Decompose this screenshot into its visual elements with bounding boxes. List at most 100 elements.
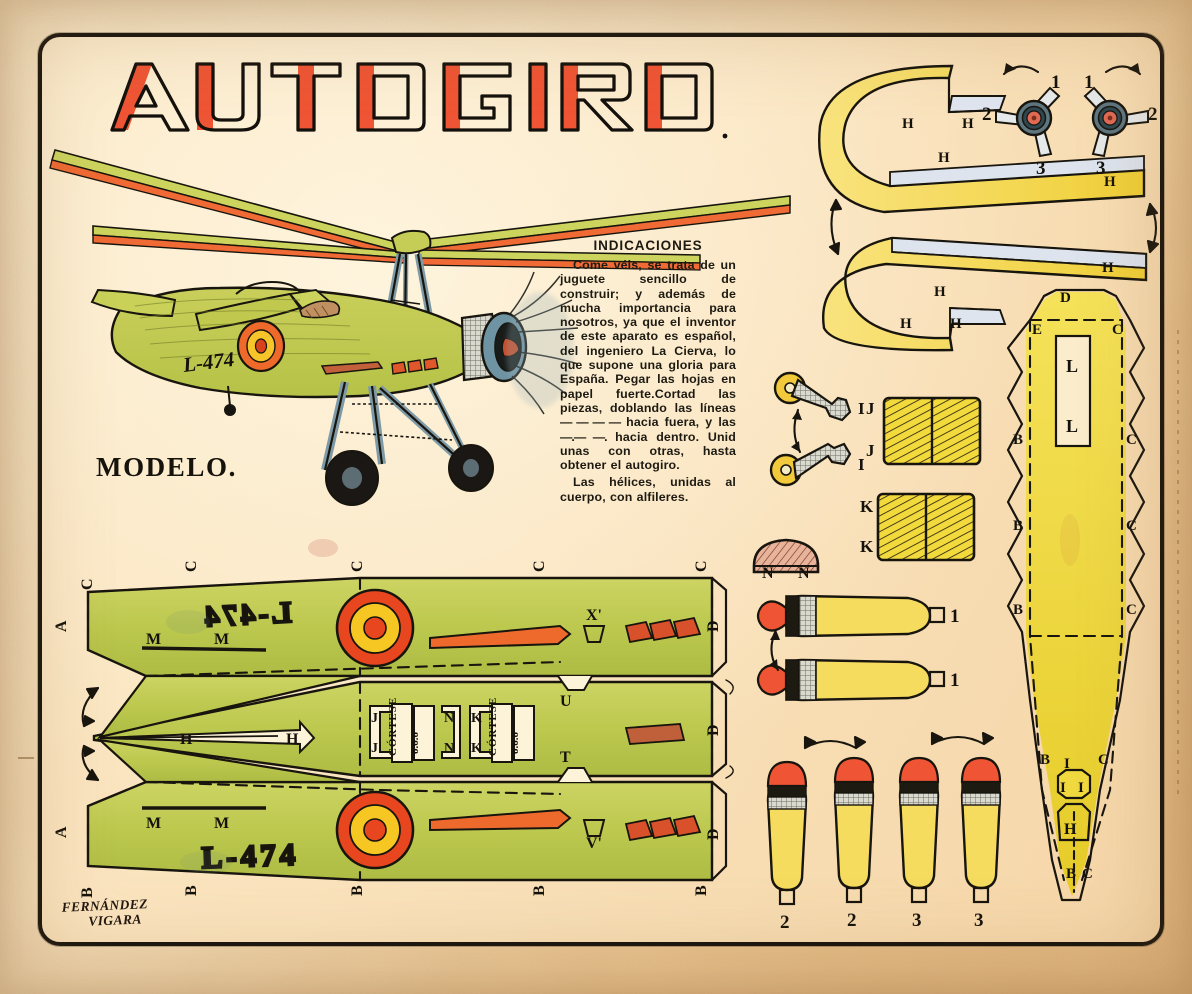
svg-text:2: 2 bbox=[847, 910, 857, 931]
svg-text:J: J bbox=[371, 711, 378, 726]
svg-text:K: K bbox=[471, 711, 482, 726]
instructions-block: INDICACIONES Come véis, se trata de un j… bbox=[560, 238, 736, 504]
svg-text:H: H bbox=[900, 316, 912, 332]
svg-text:C: C bbox=[1112, 322, 1123, 338]
cut-slot-k: K K CÓRTESE o.o.o bbox=[469, 697, 535, 763]
rotor-hub-right: 1 2 3 bbox=[1083, 63, 1158, 179]
svg-text:B: B bbox=[1066, 866, 1076, 882]
svg-text:B: B bbox=[1013, 432, 1023, 448]
svg-text:I: I bbox=[858, 399, 865, 418]
svg-text:1: 1 bbox=[1084, 72, 1094, 93]
cut-slot-j: J J CÓRTESE o.o.o N N bbox=[369, 697, 461, 763]
svg-text:H: H bbox=[286, 731, 299, 748]
svg-text:C: C bbox=[1082, 866, 1093, 882]
svg-text:M: M bbox=[146, 815, 161, 832]
fold-in-symbol: —.— —. bbox=[560, 429, 608, 444]
svg-text:I: I bbox=[1060, 780, 1066, 796]
prop-blade-3a: 3 bbox=[898, 756, 940, 931]
svg-text:B: B bbox=[1040, 752, 1050, 768]
page-title bbox=[110, 62, 728, 139]
svg-text:T: T bbox=[560, 749, 571, 766]
svg-text:B: B bbox=[693, 885, 710, 896]
svg-text:H: H bbox=[1064, 821, 1077, 838]
svg-text:2: 2 bbox=[982, 104, 992, 125]
sheet-roundel-bottom bbox=[335, 790, 415, 870]
svg-text:o.o.o: o.o.o bbox=[509, 732, 521, 755]
svg-text:B: B bbox=[79, 887, 96, 898]
svg-text:B: B bbox=[1013, 602, 1023, 618]
svg-text:L-474: L-474 bbox=[201, 837, 300, 875]
svg-text:J: J bbox=[866, 399, 875, 418]
svg-text:I: I bbox=[1078, 780, 1084, 796]
svg-text:3: 3 bbox=[1096, 158, 1106, 179]
svg-text:N: N bbox=[762, 565, 774, 582]
svg-text:K: K bbox=[471, 741, 482, 756]
svg-text:H: H bbox=[962, 116, 974, 132]
model-rotor-blades bbox=[49, 149, 791, 271]
prop-blade-2b: 2 bbox=[833, 756, 875, 931]
svg-text:CÓRTESE: CÓRTESE bbox=[487, 697, 499, 756]
svg-text:U: U bbox=[560, 693, 572, 710]
svg-text:B: B bbox=[531, 885, 548, 896]
fold-in-text: hacia dentro. Unid unas con otras, hasta… bbox=[560, 429, 736, 473]
svg-text:1: 1 bbox=[950, 606, 960, 627]
svg-text:M: M bbox=[214, 631, 229, 648]
fold-out-text: hacia fuera, y las bbox=[626, 415, 736, 430]
rotor-hub-left: 1 2 3 bbox=[982, 63, 1061, 179]
svg-text:J: J bbox=[866, 441, 875, 460]
engine-cowl-piece: N N bbox=[752, 538, 820, 582]
instructions-heading: INDICACIONES bbox=[593, 238, 703, 253]
svg-text:B: B bbox=[183, 885, 200, 896]
svg-text:N: N bbox=[798, 565, 810, 582]
svg-text:3: 3 bbox=[912, 910, 922, 931]
svg-text:C: C bbox=[1098, 752, 1109, 768]
svg-text:H: H bbox=[1104, 174, 1116, 190]
wheel-piece-j: J J bbox=[866, 396, 982, 466]
svg-text:C: C bbox=[1126, 602, 1137, 618]
svg-text:H: H bbox=[180, 731, 193, 748]
svg-text:C: C bbox=[1126, 518, 1137, 534]
svg-text:2: 2 bbox=[780, 912, 790, 933]
wing-fuselage-sheet: M M M M L-474 L-474 H H X' V' U bbox=[53, 560, 734, 898]
svg-text:3: 3 bbox=[974, 910, 984, 931]
svg-text:A: A bbox=[53, 620, 70, 632]
instructions-paragraph-1: Come véis, se trata de un juguete sencil… bbox=[560, 258, 736, 473]
autogiro-model-illustration: L-474 bbox=[49, 149, 791, 506]
svg-text:D: D bbox=[705, 828, 722, 840]
svg-text:I: I bbox=[1064, 756, 1070, 772]
svg-text:H: H bbox=[902, 116, 914, 132]
svg-text:H: H bbox=[938, 150, 950, 166]
svg-text:C: C bbox=[1126, 432, 1137, 448]
svg-text:L: L bbox=[1066, 356, 1078, 376]
prop-blade-1a: 1 bbox=[756, 594, 960, 638]
svg-text:E: E bbox=[1032, 322, 1042, 338]
prop-blade-3b: 3 bbox=[960, 756, 1002, 931]
svg-text:CÓRTESE: CÓRTESE bbox=[387, 697, 399, 756]
svg-text:B: B bbox=[349, 885, 366, 896]
svg-text:2: 2 bbox=[1148, 104, 1158, 125]
svg-text:C: C bbox=[79, 578, 96, 590]
svg-text:D: D bbox=[1060, 290, 1071, 306]
svg-text:H: H bbox=[934, 284, 946, 300]
svg-text:1: 1 bbox=[950, 670, 960, 691]
svg-text:C: C bbox=[183, 560, 200, 572]
svg-text:o.o.o: o.o.o bbox=[409, 732, 421, 755]
prop-blade-1b: 1 bbox=[756, 658, 960, 702]
svg-text:1: 1 bbox=[1051, 72, 1061, 93]
svg-text:M: M bbox=[146, 631, 161, 648]
paper-stains bbox=[166, 514, 1080, 873]
svg-text:N: N bbox=[444, 741, 454, 756]
prop-blade-2a: 2 bbox=[766, 760, 808, 933]
svg-text:D: D bbox=[705, 724, 722, 736]
svg-text:M: M bbox=[214, 815, 229, 832]
svg-text:H: H bbox=[950, 316, 962, 332]
svg-text:K: K bbox=[860, 497, 874, 516]
svg-text:X': X' bbox=[586, 607, 602, 624]
instructions-paragraph-2: Las hélices, unidas al cuerpo, con alfil… bbox=[560, 475, 736, 504]
svg-text:L-474: L-474 bbox=[201, 596, 293, 634]
artist-signature: FERNÁNDEZ VIGARA bbox=[61, 895, 148, 931]
svg-text:K: K bbox=[860, 537, 874, 556]
fuselage-roundel bbox=[236, 319, 286, 373]
